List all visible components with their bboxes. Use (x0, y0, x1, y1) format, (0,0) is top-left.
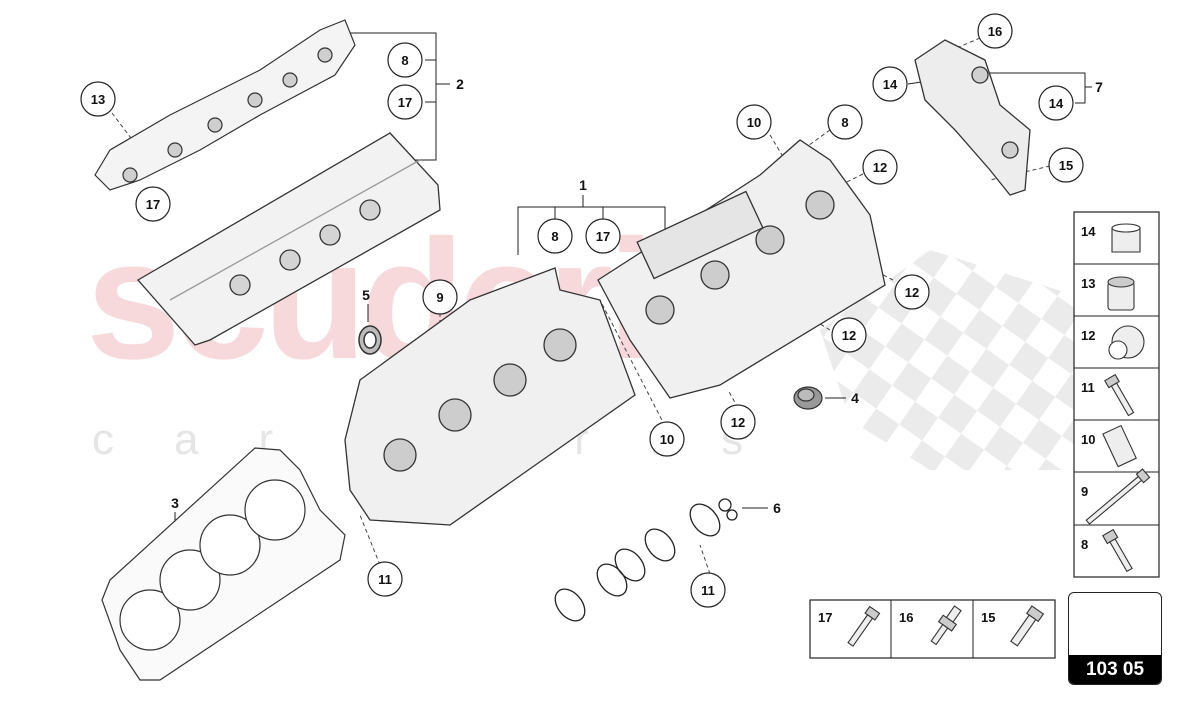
callout-10-top (736, 104, 772, 140)
camshaft-carrier (94, 19, 356, 191)
watermark-flag (820, 250, 1090, 470)
cylinder-head-left (344, 267, 636, 526)
svg-text:8: 8 (841, 115, 848, 130)
svg-text:8: 8 (551, 229, 558, 244)
svg-text:10: 10 (747, 115, 761, 130)
callout-13-left (80, 81, 116, 117)
legend-label-16: 16 (899, 610, 913, 625)
legend-side: 14 13 12 11 10 9 8 (1073, 211, 1160, 578)
bolt-15-icon (1010, 605, 1045, 647)
svg-text:11: 11 (701, 583, 715, 598)
oil-seal (358, 325, 382, 355)
legend-bottom: 17 16 15 (809, 599, 1056, 659)
callout-8-top (387, 42, 423, 78)
bolt-17-icon (847, 605, 881, 647)
page-code-box: 103 05 (1068, 592, 1162, 685)
callout-circles (80, 13, 1084, 608)
callout-14-b (1038, 85, 1074, 121)
svg-text:12: 12 (842, 328, 856, 343)
callout-11-b (690, 572, 726, 608)
callout-12-d (720, 404, 756, 440)
svg-text:3: 3 (171, 495, 179, 511)
svg-text:8: 8 (401, 53, 408, 68)
svg-text:11: 11 (378, 572, 392, 587)
svg-text:10: 10 (660, 432, 674, 447)
legend-label-17: 17 (818, 610, 832, 625)
svg-text:4: 4 (851, 390, 859, 406)
callout-8-mid (537, 218, 573, 254)
bolt-icon (1104, 373, 1135, 417)
long-bolt-icon (1085, 468, 1151, 525)
callout-14-a (872, 66, 908, 102)
svg-text:9: 9 (436, 290, 443, 305)
svg-text:16: 16 (988, 24, 1002, 39)
callout-17-left (135, 186, 171, 222)
svg-text:14: 14 (883, 77, 898, 92)
svg-text:6: 6 (773, 500, 781, 516)
legend-label-13: 13 (1081, 276, 1095, 291)
svg-text:5: 5 (362, 287, 370, 303)
head-gasket (101, 447, 346, 681)
legend-label-9: 9 (1081, 484, 1088, 499)
svg-text:17: 17 (596, 229, 610, 244)
svg-text:12: 12 (905, 285, 919, 300)
svg-text:13: 13 (91, 92, 105, 107)
svg-text:12: 12 (731, 415, 745, 430)
legend-label-11: 11 (1081, 380, 1095, 395)
short-bolt-icon (1102, 528, 1133, 573)
legend-label-10: 10 (1081, 432, 1095, 447)
legend-part-icons (1085, 223, 1151, 573)
callout-10-bot (649, 421, 685, 457)
callout-17-top (387, 84, 423, 120)
legend-label-12: 12 (1081, 328, 1095, 343)
callout-11-a (367, 561, 403, 597)
stud-16-icon (930, 605, 962, 646)
callout-8-right (827, 104, 863, 140)
legend-label-15: 15 (981, 610, 995, 625)
callout-16 (977, 13, 1013, 49)
callout-texts: 8 17 13 17 8 17 9 10 8 12 12 12 12 10 11… (91, 24, 1073, 598)
svg-text:15: 15 (1059, 158, 1073, 173)
part-labels: 2 1 3 4 5 6 7 (171, 76, 1103, 516)
cylinder-head-right (597, 139, 886, 399)
svg-text:12: 12 (873, 160, 887, 175)
svg-text:17: 17 (398, 95, 412, 110)
gasket-set (554, 498, 738, 622)
svg-text:17: 17 (146, 197, 160, 212)
callout-17-mid (585, 218, 621, 254)
callout-15 (1048, 147, 1084, 183)
page-code: 103 05 (1069, 655, 1161, 684)
callout-9 (422, 279, 458, 315)
legend-label-14: 14 (1081, 224, 1096, 239)
svg-text:2: 2 (456, 76, 464, 92)
sleeve-icon (1102, 424, 1137, 468)
callout-12-b (894, 274, 930, 310)
svg-text:1: 1 (579, 177, 587, 193)
svg-text:14: 14 (1049, 96, 1064, 111)
plug (793, 386, 823, 410)
callout-12-c (831, 317, 867, 353)
timing-cover (914, 39, 1031, 196)
callout-12-a (862, 149, 898, 185)
cylinder-head-cover (136, 132, 441, 346)
legend-label-8: 8 (1081, 537, 1088, 552)
svg-text:7: 7 (1095, 79, 1103, 95)
